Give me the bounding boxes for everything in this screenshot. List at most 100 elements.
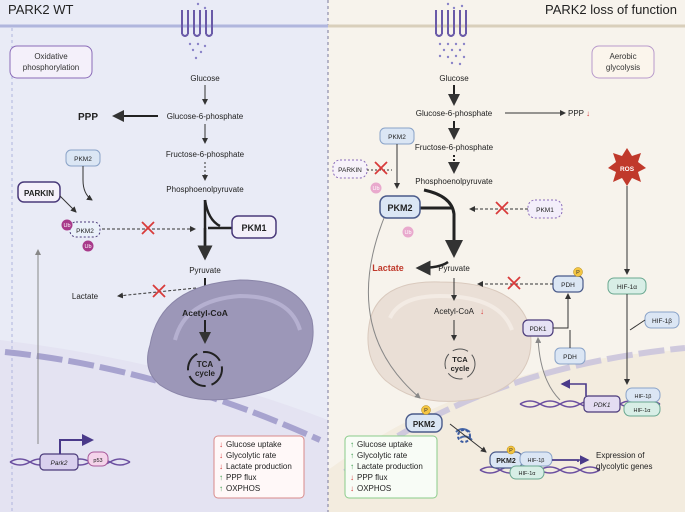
left-pkm1-box xyxy=(231,215,277,239)
legend-item: Lactate production xyxy=(226,462,292,471)
legend-item: Glucose uptake xyxy=(226,440,282,449)
legend-item: Glucose uptake xyxy=(357,440,413,449)
right-ub: Ub xyxy=(372,186,379,192)
legend-arrow-icon: ↑ xyxy=(350,462,354,471)
left-nuclear-envelope xyxy=(4,349,322,443)
right-hif1a-dna: HIF-1α xyxy=(634,408,652,414)
left-pep: Phosphoenolpyruvate xyxy=(166,185,244,194)
right-parkin-box xyxy=(332,159,368,179)
left-title: PARK2 WT xyxy=(8,2,74,17)
legend-item: OXPHOS xyxy=(226,484,260,493)
left-pkm1: PKM1 xyxy=(241,223,266,233)
right-glucose-dots xyxy=(438,2,466,66)
left-tca-circle xyxy=(187,351,223,387)
right-tca-line2: cycle xyxy=(451,364,470,373)
right-pdh-p: P xyxy=(576,270,580,276)
right-pep: Phosphoenolpyruvate xyxy=(415,177,493,186)
right-tca-line1: TCA xyxy=(452,355,468,364)
left-park2-gene: Park2 xyxy=(51,460,68,467)
right-tca-circle xyxy=(444,348,476,380)
right-pdk1-transcription-arrow xyxy=(560,379,587,396)
legend-item: PPP flux xyxy=(357,473,388,482)
left-glucose-transporter xyxy=(181,10,213,37)
left-mode-line2: phosphorylation xyxy=(23,63,79,72)
left-mode-box xyxy=(9,45,93,79)
right-pkm1: PKM1 xyxy=(536,207,554,214)
ros-burst xyxy=(608,148,646,186)
left-ub2: Ub xyxy=(84,244,91,250)
right-glucose: Glucose xyxy=(439,74,469,83)
left-parkin-box xyxy=(17,181,61,203)
legend-item: OXPHOS xyxy=(357,484,391,493)
legend-arrow-icon: ↓ xyxy=(219,462,223,471)
left-pkm2-top: PKM2 xyxy=(74,156,92,163)
right-pkm2-nuc: PKM2 xyxy=(413,420,436,429)
right-arrow-pkm2-import xyxy=(449,423,487,453)
right-arrow-pkm2-nuclear xyxy=(367,217,421,399)
right-hif1a-dna-box xyxy=(623,401,661,417)
right-hif1b-join xyxy=(629,319,646,331)
right-title: PARK2 loss of function xyxy=(545,2,677,17)
right-pkm2-main: PKM2 xyxy=(387,203,412,213)
legend-item: Glycolytic rate xyxy=(226,451,277,460)
left-ub1-bead xyxy=(61,219,73,231)
left-g6p: Glucose-6-phosphate xyxy=(167,112,244,121)
right-lactate: Lactate xyxy=(372,263,404,273)
left-arrow-parkin-pkm2 xyxy=(59,195,77,213)
left-ub2-bead xyxy=(82,240,94,252)
right-expression-line2: glycolytic genes xyxy=(596,462,652,471)
right-ppp-down-icon: ↓ xyxy=(586,109,590,118)
right-ros: ROS xyxy=(620,166,635,173)
left-pkm2-ub: PKM2 xyxy=(76,228,94,235)
right-pdh-block-x xyxy=(507,276,521,290)
left-mode-line1: Oxidative xyxy=(34,52,68,61)
right-ub-bead xyxy=(370,182,382,194)
right-pdh-bottom: PDH xyxy=(563,354,577,361)
right-glucose-transporter xyxy=(435,10,467,37)
right-hif1b-complex: HIF-1β xyxy=(528,458,545,464)
right-hif1a-complex-box xyxy=(509,465,545,480)
left-ub1: Ub xyxy=(63,223,70,229)
right-arrow-pdk1-pdh xyxy=(553,293,571,329)
right-hif1a: HIF-1α xyxy=(617,284,637,291)
right-pkm2-nuc-p-bead xyxy=(421,405,431,415)
right-ub-small-bead xyxy=(402,226,414,238)
right-mode-box xyxy=(591,45,655,79)
left-legend: ↓Glucose uptake↓Glycolytic rate↓Lactate … xyxy=(219,440,292,493)
right-pdk1-gene: PDK1 xyxy=(594,402,611,409)
left-legend-box xyxy=(213,435,305,499)
left-glucose: Glucose xyxy=(190,74,220,83)
right-complex-p-bead xyxy=(506,445,516,455)
legend-arrow-icon: ↑ xyxy=(350,451,354,460)
legend-arrow-icon: ↓ xyxy=(219,440,223,449)
left-f6p: Fructose-6-phosphate xyxy=(166,150,245,159)
legend-arrow-icon: ↑ xyxy=(350,440,354,449)
right-g6p: Glucose-6-phosphate xyxy=(416,109,493,118)
right-hif1b-dna: HIF-1β xyxy=(635,394,652,400)
right-arrow-lactate xyxy=(415,260,449,276)
legend-item: PPP flux xyxy=(226,473,257,482)
left-p53: p53 xyxy=(93,458,102,464)
right-pyruvate: Pyruvate xyxy=(438,264,470,273)
left-tca-line1: TCA xyxy=(197,360,214,369)
right-pkm1-box xyxy=(527,199,563,219)
right-pdk1-gene-box xyxy=(583,395,621,413)
right-mitochondrion xyxy=(367,281,532,402)
legend-arrow-icon: ↓ xyxy=(219,451,223,460)
right-pdh-p-bead xyxy=(573,267,583,277)
right-hif1a-complex: HIF-1α xyxy=(519,471,537,477)
right-parkin: PARKIN xyxy=(338,167,362,174)
left-ppp: PPP xyxy=(78,112,98,123)
right-legend: ↑Glucose uptake↑Glycolytic rate↑Lactate … xyxy=(350,440,423,493)
left-transcription-arrow xyxy=(59,434,94,454)
left-p53-box xyxy=(87,451,109,467)
right-arrow-gene-pdk1 xyxy=(535,337,561,401)
right-ppp: PPP xyxy=(568,109,584,118)
legend-arrow-icon: ↑ xyxy=(219,473,223,482)
right-pkm2-nuc-p: P xyxy=(424,408,428,414)
left-glucose-dots xyxy=(188,2,207,60)
right-pdh-top: PDH xyxy=(561,282,575,289)
right-arrow-pep-pyruvate xyxy=(423,188,463,258)
